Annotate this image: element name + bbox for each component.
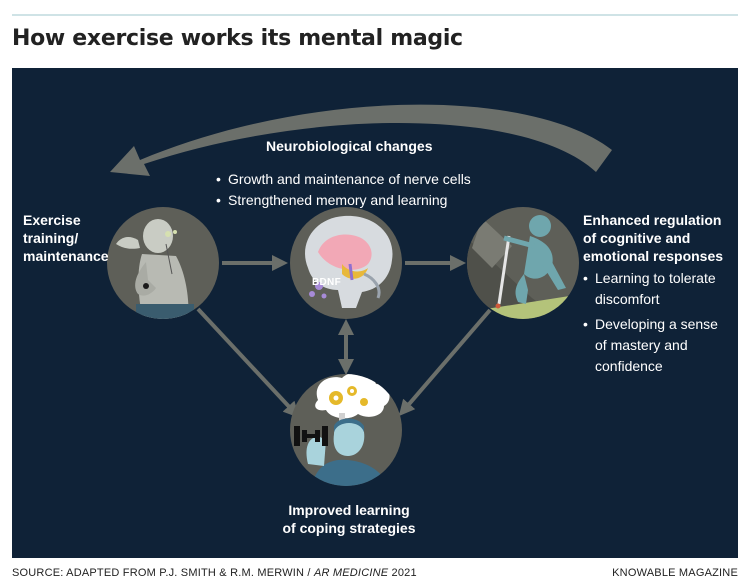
source-credit: SOURCE: ADAPTED FROM P.J. SMITH & R.M. M… <box>12 567 417 579</box>
improved-learning-label: Improved learning of coping strategies <box>282 502 416 536</box>
brain-icon <box>290 207 402 319</box>
exercise-label: Exercise training/ maintenance <box>23 212 109 264</box>
diagram-panel: Neurobiological changes Growth and maint… <box>12 68 738 558</box>
arrow-exercise-to-improved <box>196 307 300 418</box>
climber-icon <box>467 207 579 319</box>
thinking-man-icon <box>290 374 402 486</box>
neurobiological-item: Growth and maintenance of nerve cells <box>216 169 471 190</box>
neurobiological-title: Neurobiological changes <box>266 138 433 154</box>
enhanced-item: Learning to tolerate discomfort <box>583 268 733 310</box>
neurobiological-item: Strengthened memory and learning <box>216 190 471 211</box>
publisher-credit: KNOWABLE MAGAZINE <box>612 567 738 579</box>
dumbbell-icon <box>294 426 328 446</box>
top-rule <box>12 14 738 16</box>
flow-arrows <box>196 255 492 418</box>
enhanced-regulation-list: Learning to tolerate discomfort Developi… <box>583 268 733 381</box>
runner-icon <box>107 207 219 319</box>
diagram-art <box>107 104 612 486</box>
feedback-curved-arrow <box>110 104 612 176</box>
neurobiological-list: Growth and maintenance of nerve cells St… <box>216 169 471 211</box>
page-title: How exercise works its mental magic <box>12 26 463 51</box>
arrow-enhanced-to-improved <box>398 308 492 417</box>
enhanced-regulation-title: Enhanced regulation of cognitive and emo… <box>583 212 724 264</box>
bdnf-label: BDNF <box>312 277 341 288</box>
enhanced-item: Developing a sense of mastery and confid… <box>583 314 733 377</box>
